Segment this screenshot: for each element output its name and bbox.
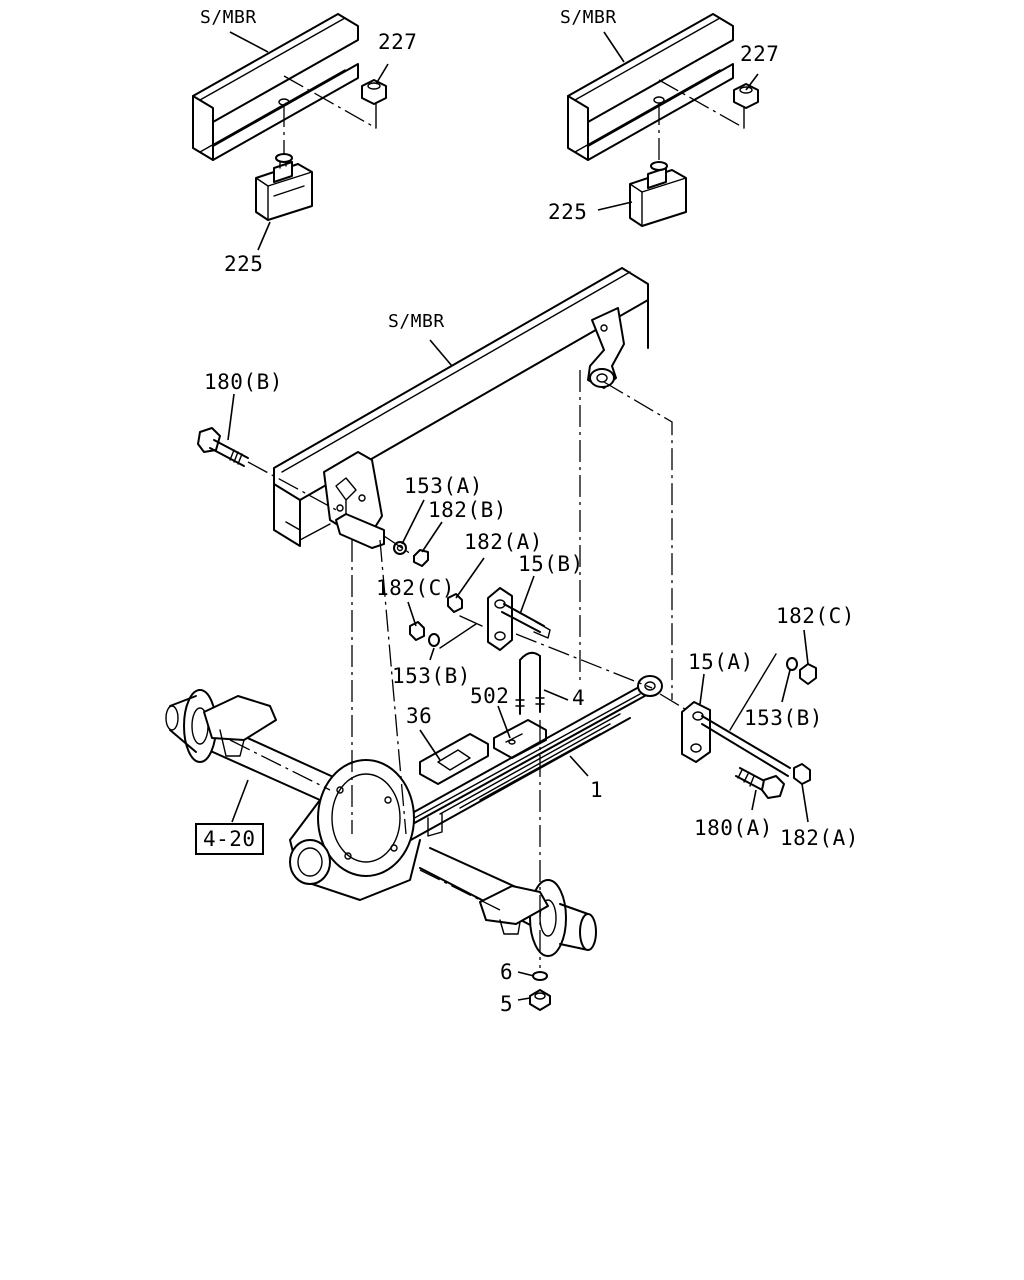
u-bolt-4 [515,651,545,715]
label-182c-right: 182(C) [776,604,855,628]
clip-502 [493,719,547,759]
rear-shackle-bracket [587,307,625,389]
label-227-right: 227 [740,42,780,66]
label-153b-right: 153(B) [744,706,823,730]
nut-182a-lower [793,763,811,785]
nut-182c-left [409,621,425,641]
washer-6 [532,971,548,981]
label-15a: 15(A) [688,650,754,674]
nut-227-left [361,79,387,105]
washer-153b-right [786,657,798,671]
front-hanger-bracket [323,451,385,549]
left-axle-hub [165,689,277,763]
label-180b: 180(B) [204,370,283,394]
pad-36 [419,733,489,785]
label-225-left: 225 [224,252,264,276]
label-227-left: 227 [378,30,418,54]
washer-153b-left [428,633,440,647]
nut-227-right [733,83,759,109]
label-153b-left: 153(B) [392,664,471,688]
frame-member-top-right [567,13,745,162]
bump-stopper-225-left [255,153,313,221]
nut-182a-upper [447,593,463,613]
label-5: 5 [500,992,514,1016]
bolt-180b [197,427,341,513]
label-smbr-top-left: S/MBR [200,7,257,28]
frame-side-member [273,267,649,547]
bolt-180a [735,767,785,799]
label-502: 502 [470,684,510,708]
shackle-15b [487,587,551,651]
nut-182b [413,549,429,567]
nut-182c-right [799,663,817,685]
frame-member-top-left [192,13,377,161]
label-6: 6 [500,960,514,984]
label-4: 4 [572,686,586,710]
label-182b: 182(B) [428,498,507,522]
label-225-right: 225 [548,200,588,224]
label-smbr-top-right: S/MBR [560,7,617,28]
label-182c-left: 182(C) [376,576,455,600]
label-1: 1 [590,778,604,802]
label-smbr-main: S/MBR [388,311,445,332]
shackle-15a [681,701,791,777]
bump-stopper-225-right [629,161,687,227]
label-36: 36 [406,704,433,728]
reference-box-4-20[interactable]: 4-20 [195,823,264,855]
label-153a: 153(A) [404,474,483,498]
label-15b: 15(B) [518,552,584,576]
label-180a: 180(A) [694,816,773,840]
label-182a-lower: 182(A) [780,826,859,850]
right-axle-hub [479,879,597,957]
label-182a-upper: 182(A) [464,530,543,554]
